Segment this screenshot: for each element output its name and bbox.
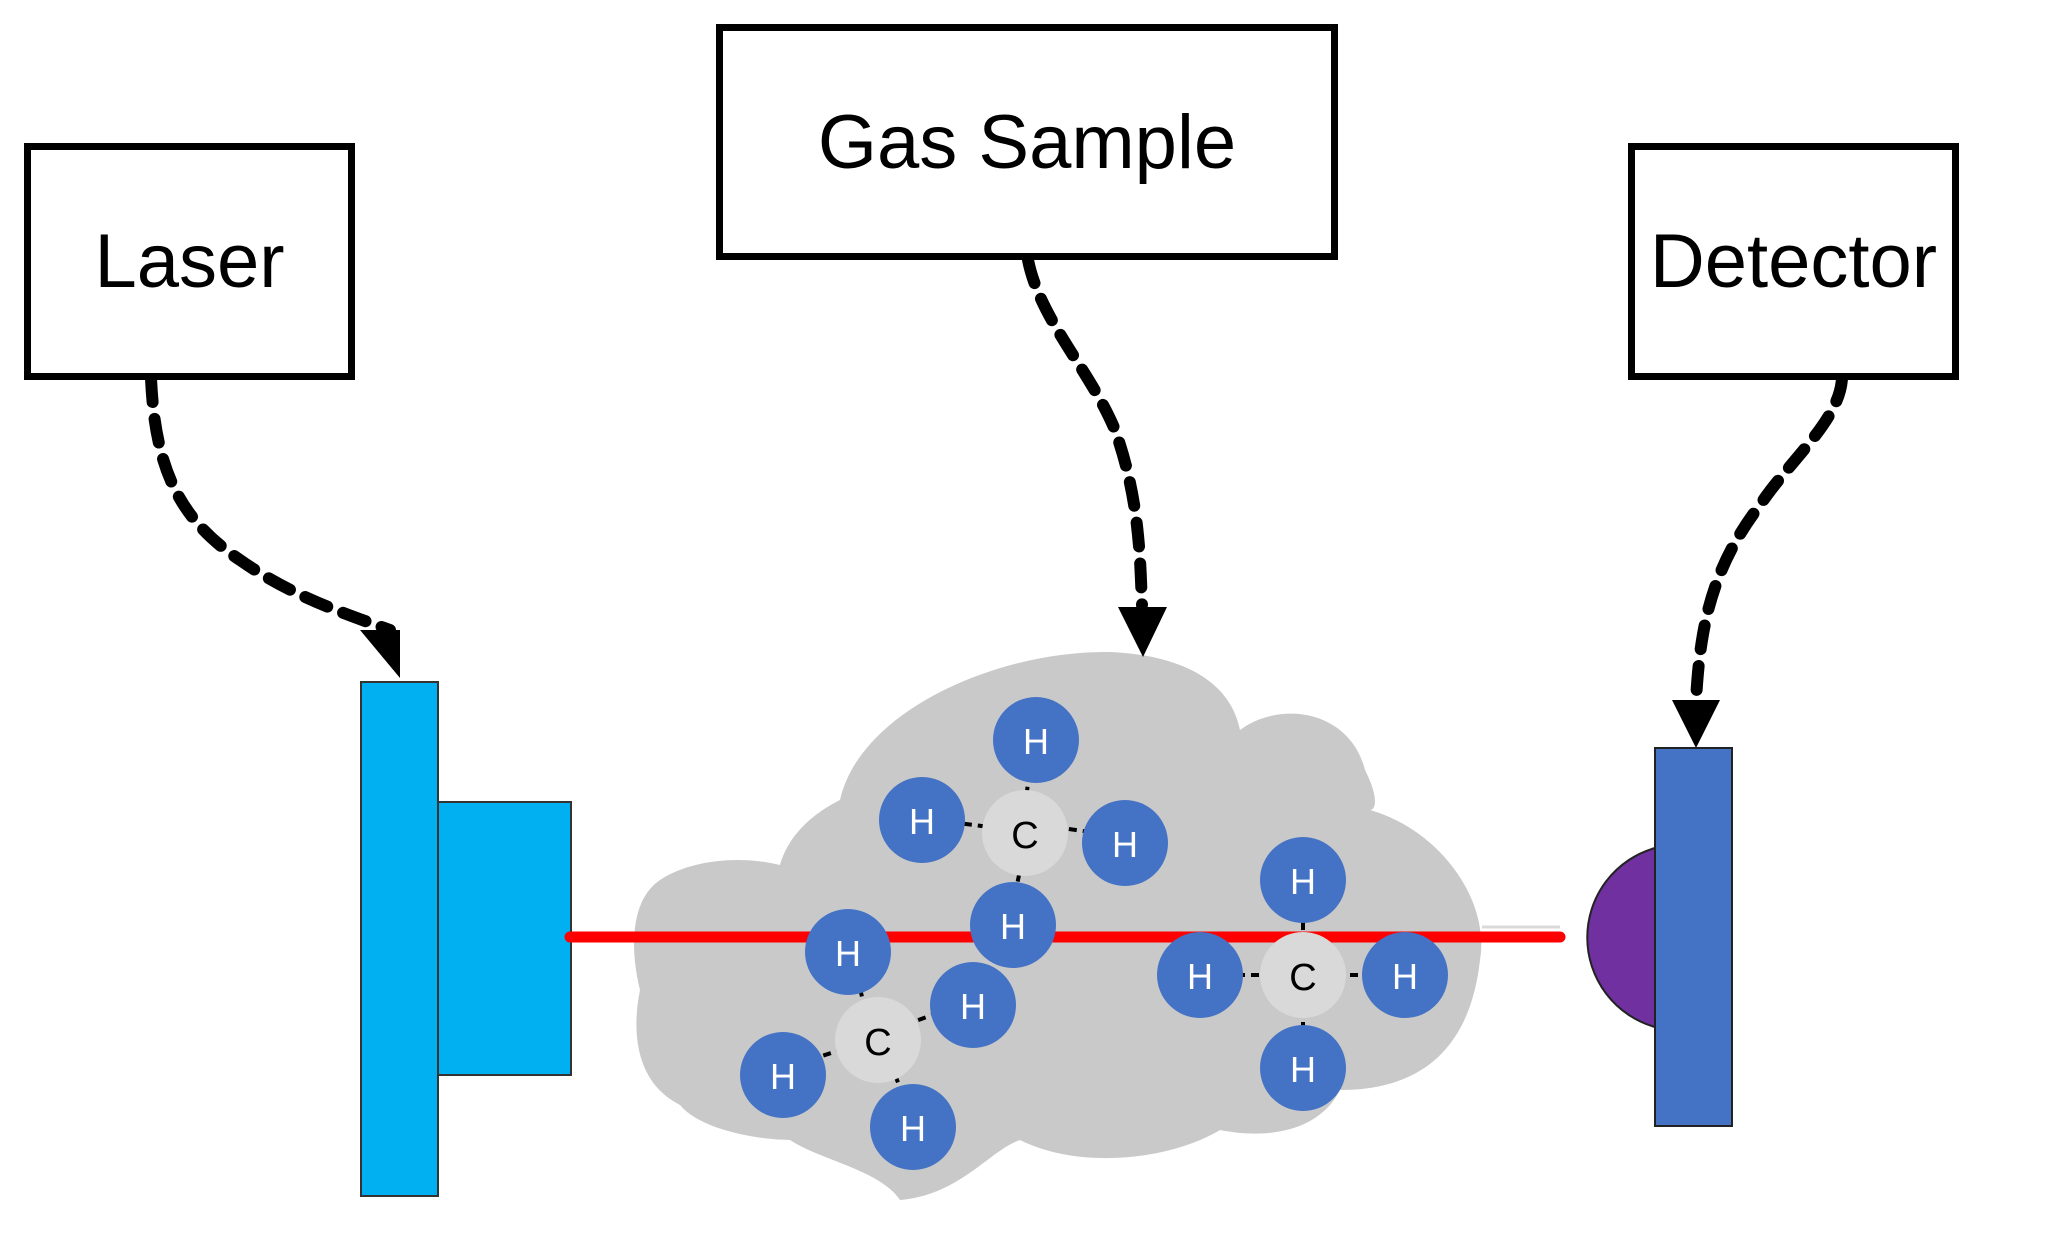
detector-arrow xyxy=(1690,372,1848,706)
gas-sample-arrow xyxy=(1022,254,1148,611)
hydrogen-label: H xyxy=(1000,906,1026,947)
laser-label: Laser xyxy=(94,219,285,304)
hydrogen-label: H xyxy=(1290,861,1316,902)
hydrogen-atom xyxy=(740,1032,826,1118)
arrowheads xyxy=(360,607,1720,748)
hydrogen-atom xyxy=(1157,932,1243,1018)
gas-sample-label-box: Gas Sample xyxy=(716,24,1338,260)
hydrogen-atom xyxy=(879,777,965,863)
laser-label-box: Laser xyxy=(24,143,355,380)
carbon-label: C xyxy=(1011,815,1038,857)
methane-molecule-3: C H H H H xyxy=(1157,837,1448,1111)
hydrogen-atom xyxy=(870,1084,956,1170)
hydrogen-atom xyxy=(1260,1025,1346,1111)
hydrogen-label: H xyxy=(1392,956,1418,997)
hydrogen-atom xyxy=(1260,837,1346,923)
laser-arrow xyxy=(145,372,396,636)
carbon-atom xyxy=(982,790,1068,876)
hydrogen-atom xyxy=(805,909,891,995)
hydrogen-label: H xyxy=(960,986,986,1027)
detector-label: Detector xyxy=(1649,219,1938,304)
hydrogen-atom xyxy=(993,697,1079,783)
callout-arrows xyxy=(145,254,1848,706)
carbon-atom xyxy=(835,997,921,1083)
carbon-label: C xyxy=(864,1022,891,1064)
detector-body xyxy=(1654,747,1733,1127)
hydrogen-label: H xyxy=(1290,1049,1316,1090)
gas-sample-label: Gas Sample xyxy=(817,99,1237,185)
hydrogen-label: H xyxy=(835,933,861,974)
methane-molecule-2: C H H H H xyxy=(740,909,1016,1170)
carbon-atom xyxy=(1260,932,1346,1018)
laser-emitter xyxy=(437,801,572,1076)
hydrogen-label: H xyxy=(770,1056,796,1097)
hydrogen-label: H xyxy=(1023,721,1049,762)
hydrogen-atom xyxy=(930,962,1016,1048)
detector-lens xyxy=(1586,846,1656,1029)
laser-device xyxy=(360,681,572,1197)
hydrogen-atom xyxy=(1362,932,1448,1018)
hydrogen-label: H xyxy=(1112,824,1138,865)
hydrogen-atom xyxy=(1082,800,1168,886)
carbon-label: C xyxy=(1289,957,1316,999)
hydrogen-label: H xyxy=(909,801,935,842)
laser-arrowhead xyxy=(360,630,400,678)
hydrogen-label: H xyxy=(900,1108,926,1149)
detector-arrowhead xyxy=(1672,700,1720,748)
hydrogen-atom xyxy=(970,882,1056,968)
hydrogen-label: H xyxy=(1187,956,1213,997)
methane-molecule-1: C H H H H xyxy=(879,697,1168,968)
gas-sample-arrowhead xyxy=(1118,607,1167,657)
laser-body xyxy=(360,681,439,1197)
detector-device xyxy=(1586,747,1733,1127)
detector-label-box: Detector xyxy=(1628,143,1959,380)
